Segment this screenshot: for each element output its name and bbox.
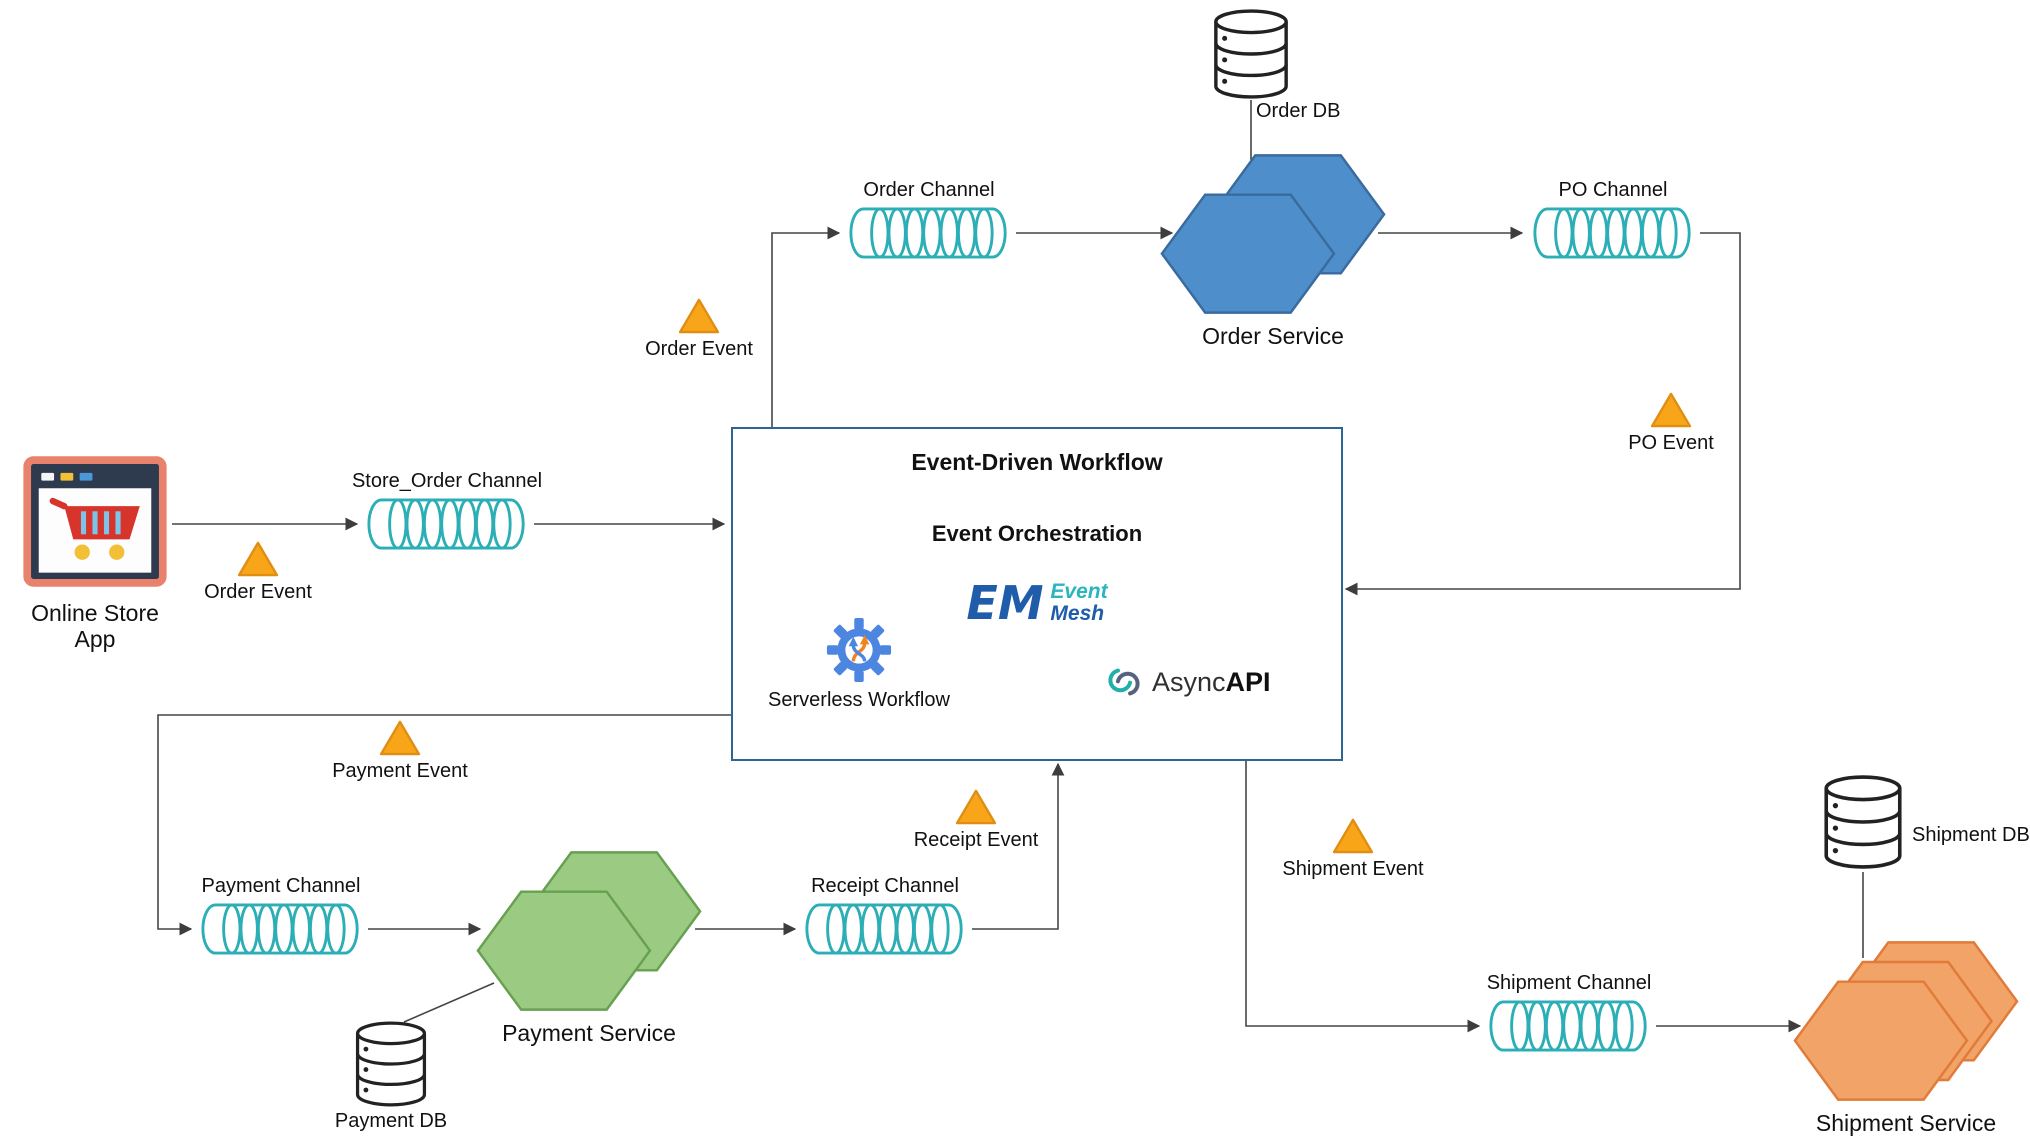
store-order-channel: Store_Order Channel (352, 469, 542, 551)
asyncapi-word-async: Async (1152, 666, 1226, 697)
event-triangle-icon (1650, 392, 1692, 428)
queue-channel-icon (805, 903, 963, 955)
queue-channel-icon (201, 903, 359, 955)
receipt-event-marker: Receipt Event (886, 789, 1066, 852)
event-triangle-icon (955, 789, 997, 825)
store-order-channel-label: Store_Order Channel (351, 470, 543, 492)
event-mesh-logo: EM Event Mesh (966, 579, 1107, 627)
order-event-marker-store: Order Event (168, 541, 348, 604)
receipt-channel: Receipt Channel (790, 874, 980, 956)
queue-channel-icon (1489, 1000, 1647, 1052)
order-service-label: Order Service (1202, 323, 1344, 349)
gear-workflow-icon (826, 617, 892, 683)
po-channel: PO Channel (1518, 178, 1708, 260)
order-event-marker-channel: Order Event (609, 298, 789, 361)
connector-po-channel-to-orchestrator (1344, 232, 1741, 596)
payment-db-label: Payment DB (334, 1110, 448, 1132)
database-icon (1824, 775, 1902, 869)
shipment-event-label: Shipment Event (1282, 858, 1424, 880)
shipment-service: Shipment Service (1786, 940, 2026, 1136)
event-triangle-icon (379, 720, 421, 756)
hexagon-service-icon (1160, 154, 1386, 314)
receipt-event-label: Receipt Event (913, 829, 1039, 851)
online-store-app: Online Store App (10, 455, 180, 653)
payment-event-label: Payment Event (332, 760, 468, 782)
event-mesh-mark-icon: EM (966, 579, 1042, 627)
asyncapi-word-api: API (1225, 666, 1271, 697)
connector-orchestrator-to-payment-channel (157, 714, 731, 936)
connector-orchestrator-to-order-channel (771, 226, 841, 427)
order-service: Order Service (1153, 153, 1393, 349)
payment-service: Payment Service (469, 850, 709, 1046)
shipment-channel-label: Shipment Channel (1486, 972, 1652, 994)
shipment-db (1820, 774, 1906, 875)
receipt-channel-label: Receipt Channel (811, 875, 959, 897)
order-db (1210, 8, 1292, 105)
payment-event-marker: Payment Event (310, 720, 490, 783)
order-event-label: Order Event (204, 581, 312, 603)
connector-payment-db-to-payment-service (403, 982, 495, 1023)
connector-receipt-channel-to-orchestrator (972, 762, 1065, 930)
po-channel-label: PO Channel (1558, 179, 1668, 201)
orchestrator-subtitle: Event Orchestration (931, 521, 1143, 546)
database-icon (355, 1021, 427, 1107)
asyncapi-logo: AsyncAPI (1105, 663, 1271, 701)
online-store-app-icon (23, 456, 167, 587)
payment-channel-label: Payment Channel (201, 875, 361, 897)
queue-channel-icon (849, 207, 1007, 259)
queue-channel-icon (367, 498, 525, 550)
payment-channel: Payment Channel (186, 874, 376, 956)
orchestrator-title: Event-Driven Workflow (911, 449, 1163, 475)
online-store-app-label-line1: Online Store (31, 600, 159, 626)
queue-channel-icon (1533, 207, 1691, 259)
shipment-channel: Shipment Channel (1474, 971, 1664, 1053)
order-event-label: Order Event (645, 338, 753, 360)
event-orchestration-box: Event-Driven Workflow Event Orchestratio… (731, 427, 1343, 761)
po-event-label: PO Event (1628, 432, 1714, 454)
shipment-event-marker: Shipment Event (1263, 818, 1443, 881)
event-mesh-word-mesh: Mesh (1050, 602, 1105, 625)
order-channel-label: Order Channel (863, 179, 995, 201)
shipment-service-label: Shipment Service (1815, 1110, 1997, 1136)
serverless-workflow-logo: Serverless Workflow (746, 617, 972, 712)
event-triangle-icon (1332, 818, 1374, 854)
po-event-marker: PO Event (1581, 392, 1761, 455)
order-channel: Order Channel (834, 178, 1024, 260)
event-triangle-icon (678, 298, 720, 334)
hexagon-service-icon (1793, 941, 2019, 1101)
hexagon-service-icon (476, 851, 702, 1011)
connector-orchestrator-to-shipment-channel (1245, 759, 1481, 1033)
online-store-app-label-line2: App (74, 626, 116, 653)
payment-service-label: Payment Service (502, 1020, 676, 1046)
asyncapi-wordmark: AsyncAPI (1152, 667, 1271, 698)
event-mesh-mark: EM (966, 579, 1042, 627)
serverless-workflow-label: Serverless Workflow (768, 689, 950, 711)
database-icon (1214, 9, 1288, 99)
shipment-db-label: Shipment DB (1912, 824, 2030, 846)
order-db-label: Order DB (1256, 100, 1341, 122)
event-mesh-word-event: Event (1050, 579, 1108, 603)
payment-db (352, 1020, 430, 1113)
asyncapi-icon (1108, 668, 1140, 696)
online-store-app-label: Online Store App (31, 600, 159, 653)
event-mesh-wordmark: Event Mesh (1050, 579, 1108, 625)
event-triangle-icon (237, 541, 279, 577)
